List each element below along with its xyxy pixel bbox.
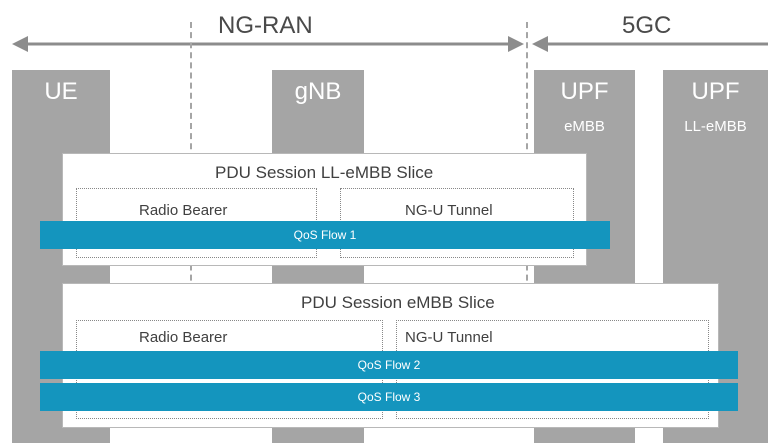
embb-ngu-tunnel-label: NG-U Tunnel — [405, 329, 493, 346]
upf-ll-embb-column-title: UPF — [691, 78, 740, 105]
pdu-session-embb-title: PDU Session eMBB Slice — [301, 293, 495, 312]
upf-embb-column-subtitle: eMBB — [564, 118, 605, 135]
upf-embb-column-title: UPF — [560, 78, 609, 105]
ue-column-title: UE — [44, 78, 78, 105]
ng-ran-arrow-left-head — [12, 36, 28, 52]
ll-embb-radio-bearer-label: Radio Bearer — [139, 202, 228, 219]
pdu-session-ll-embb-title: PDU Session LL-eMBB Slice — [215, 163, 434, 182]
ng-ran-arrow-right-head — [508, 36, 524, 52]
pdu-session-ll-embb: PDU Session LL-eMBB Slice Radio Bearer N… — [62, 153, 587, 266]
embb-radio-bearer-label: Radio Bearer — [139, 329, 228, 346]
fivegc-arrow-left-head — [532, 36, 548, 52]
ng-ran-label: NG-RAN — [218, 12, 313, 39]
qos-flow-1: QoS Flow 1 — [40, 221, 610, 249]
qos-flow-3: QoS Flow 3 — [40, 383, 738, 411]
fivegc-label: 5GC — [622, 12, 672, 39]
upf-ll-embb-column-subtitle: LL-eMBB — [684, 118, 747, 135]
gnb-column-title: gNB — [294, 78, 342, 105]
qos-flow-2: QoS Flow 2 — [40, 351, 738, 379]
ll-embb-ngu-tunnel-label: NG-U Tunnel — [405, 202, 493, 219]
